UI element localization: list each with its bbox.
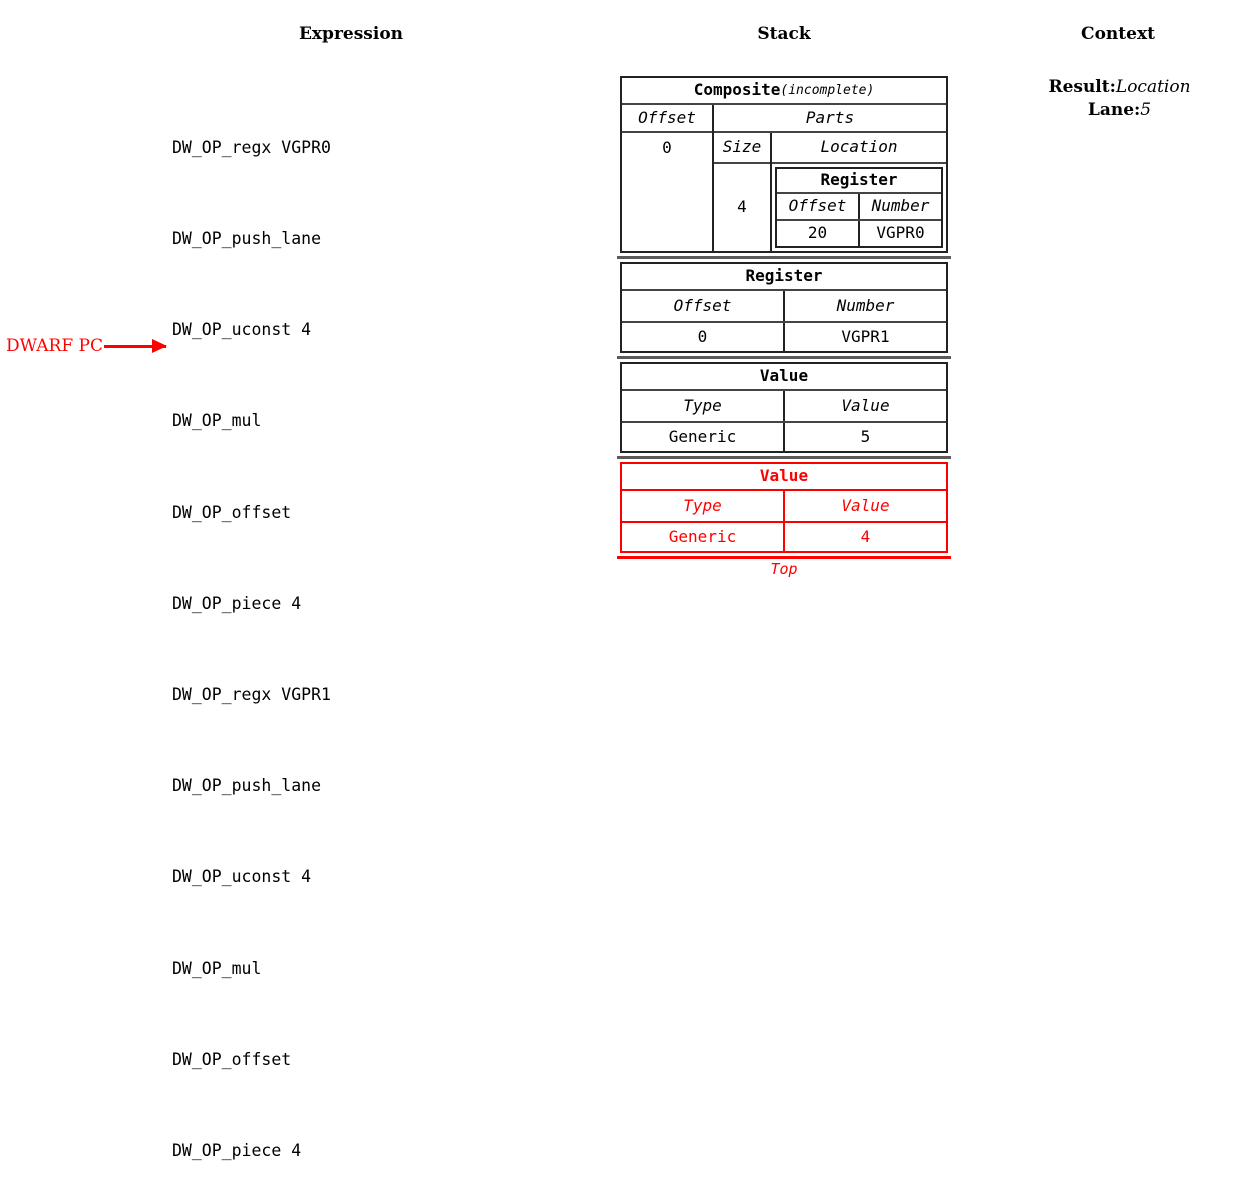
expression-line: DW_OP_push_lane (172, 229, 322, 249)
expression-line: DW_OP_mul (172, 411, 262, 431)
column-header-context: Context (1081, 24, 1155, 44)
expression-line: DW_OP_uconst 4 (172, 320, 312, 340)
composite-offset-column: Offset 0 (622, 105, 714, 251)
register-title: Register (622, 264, 946, 291)
context-result-key: Result: (1048, 77, 1116, 97)
composite-location-value: Register Offset Number 20 VGPR0 (772, 164, 946, 251)
stack-top-separator (617, 556, 951, 559)
composite-parts-header: Parts (714, 105, 946, 133)
value-value-row: Generic 5 (622, 423, 946, 451)
nested-register-offset-value: 20 (777, 221, 860, 246)
column-header-stack: Stack (757, 24, 811, 44)
nested-register-title: Register (777, 169, 941, 194)
value-type-header: Type (622, 391, 785, 421)
nested-register-number-header: Number (871, 196, 930, 216)
value-box: Value Type Value Generic 5 (620, 362, 948, 453)
register-box: Register Offset Number 0 VGPR1 (620, 262, 948, 353)
context-block: Result:Location Lane:5 (1018, 76, 1221, 122)
expression-listing: DW_OP_regx VGPR0 DW_OP_push_lane DW_OP_u… (172, 72, 331, 1186)
composite-box: Composite(incomplete) Offset 0 Parts Siz… (620, 76, 948, 253)
expression-line: DW_OP_push_lane (172, 776, 322, 796)
value-top-type-value: Generic (622, 523, 785, 551)
composite-size-column: Size 4 (714, 133, 772, 251)
composite-body: Offset 0 Parts Size 4 Location (622, 105, 946, 251)
value-top-value-row: Generic 4 (622, 523, 946, 551)
nested-register-box[interactable]: Register Offset Number 20 VGPR0 (775, 167, 943, 248)
value-value-value: 5 (860, 426, 871, 446)
context-lane-key: Lane: (1087, 100, 1141, 120)
stack-entry-value-top[interactable]: Value Type Value Generic 4 Top (617, 462, 951, 578)
composite-title-suffix: (incomplete) (780, 82, 875, 98)
nested-register-offset-header: Offset (777, 194, 860, 219)
composite-offset-header: Offset (622, 105, 712, 133)
composite-size-value: 4 (737, 197, 747, 217)
expression-line: DW_OP_uconst 4 (172, 867, 312, 887)
register-number-value: VGPR1 (841, 326, 890, 346)
dwarf-pc-label: DWARF PC (6, 336, 103, 356)
stack-entry-register[interactable]: Register Offset Number 0 VGPR1 (617, 262, 951, 353)
register-value-row: 0 VGPR1 (622, 323, 946, 351)
composite-location-column: Location Register Offset Number 2 (772, 133, 946, 251)
value-type-value: Generic (622, 423, 785, 451)
context-result-value: Location (1115, 77, 1191, 97)
nested-register-number-value: VGPR0 (876, 223, 925, 243)
value-value-header: Value (841, 395, 890, 415)
expression-line: DW_OP_regx VGPR0 (172, 137, 331, 157)
register-header-row: Offset Number (622, 291, 946, 323)
stack-column: Composite(incomplete) Offset 0 Parts Siz… (617, 76, 951, 578)
value-top-header-row: Type Value (622, 491, 946, 523)
register-number-header: Number (836, 295, 895, 315)
value-top-value-value: 4 (860, 526, 871, 546)
composite-offset-value: 0 (662, 138, 672, 158)
nested-register-header-row: Offset Number (777, 194, 941, 221)
expression-line: DW_OP_piece 4 (172, 1141, 302, 1161)
composite-title-row: Composite(incomplete) (622, 78, 946, 105)
expression-line: DW_OP_offset (172, 502, 292, 522)
register-offset-value: 0 (622, 323, 785, 351)
composite-offset-filler (622, 164, 712, 251)
arrow-right-icon (103, 339, 167, 353)
context-lane-row: Lane:5 (1018, 99, 1221, 122)
column-header-expression: Expression (298, 24, 404, 44)
context-lane-value: 5 (1140, 100, 1152, 120)
value-box-highlighted: Value Type Value Generic 4 (620, 462, 948, 553)
dwarf-pc-marker: DWARF PC (6, 335, 167, 357)
context-result-row: Result:Location (1018, 76, 1221, 99)
register-offset-header: Offset (622, 291, 785, 321)
value-header-row: Type Value (622, 391, 946, 423)
value-top-value-header: Value (841, 495, 890, 515)
composite-title: Composite (693, 80, 781, 100)
expression-line: DW_OP_offset (172, 1049, 292, 1069)
stack-top-label: Top (770, 560, 798, 578)
nested-register-value-row: 20 VGPR0 (777, 221, 941, 246)
composite-parts-column: Parts Size 4 Location Register (714, 105, 946, 251)
stack-separator (617, 256, 951, 259)
stack-entry-value[interactable]: Value Type Value Generic 5 (617, 362, 951, 453)
value-top-title: Value (622, 464, 946, 491)
stack-separator (617, 356, 951, 359)
expression-line: DW_OP_mul (172, 958, 262, 978)
expression-line: DW_OP_regx VGPR1 (172, 685, 331, 705)
expression-line: DW_OP_piece 4 (172, 593, 302, 613)
stack-separator (617, 456, 951, 459)
composite-parts-body: Size 4 Location Register Offset Numbe (714, 133, 946, 251)
composite-location-header: Location (772, 133, 946, 164)
value-title: Value (622, 364, 946, 391)
value-top-type-header: Type (622, 491, 785, 521)
composite-size-header: Size (714, 133, 770, 164)
stack-entry-composite[interactable]: Composite(incomplete) Offset 0 Parts Siz… (617, 76, 951, 253)
